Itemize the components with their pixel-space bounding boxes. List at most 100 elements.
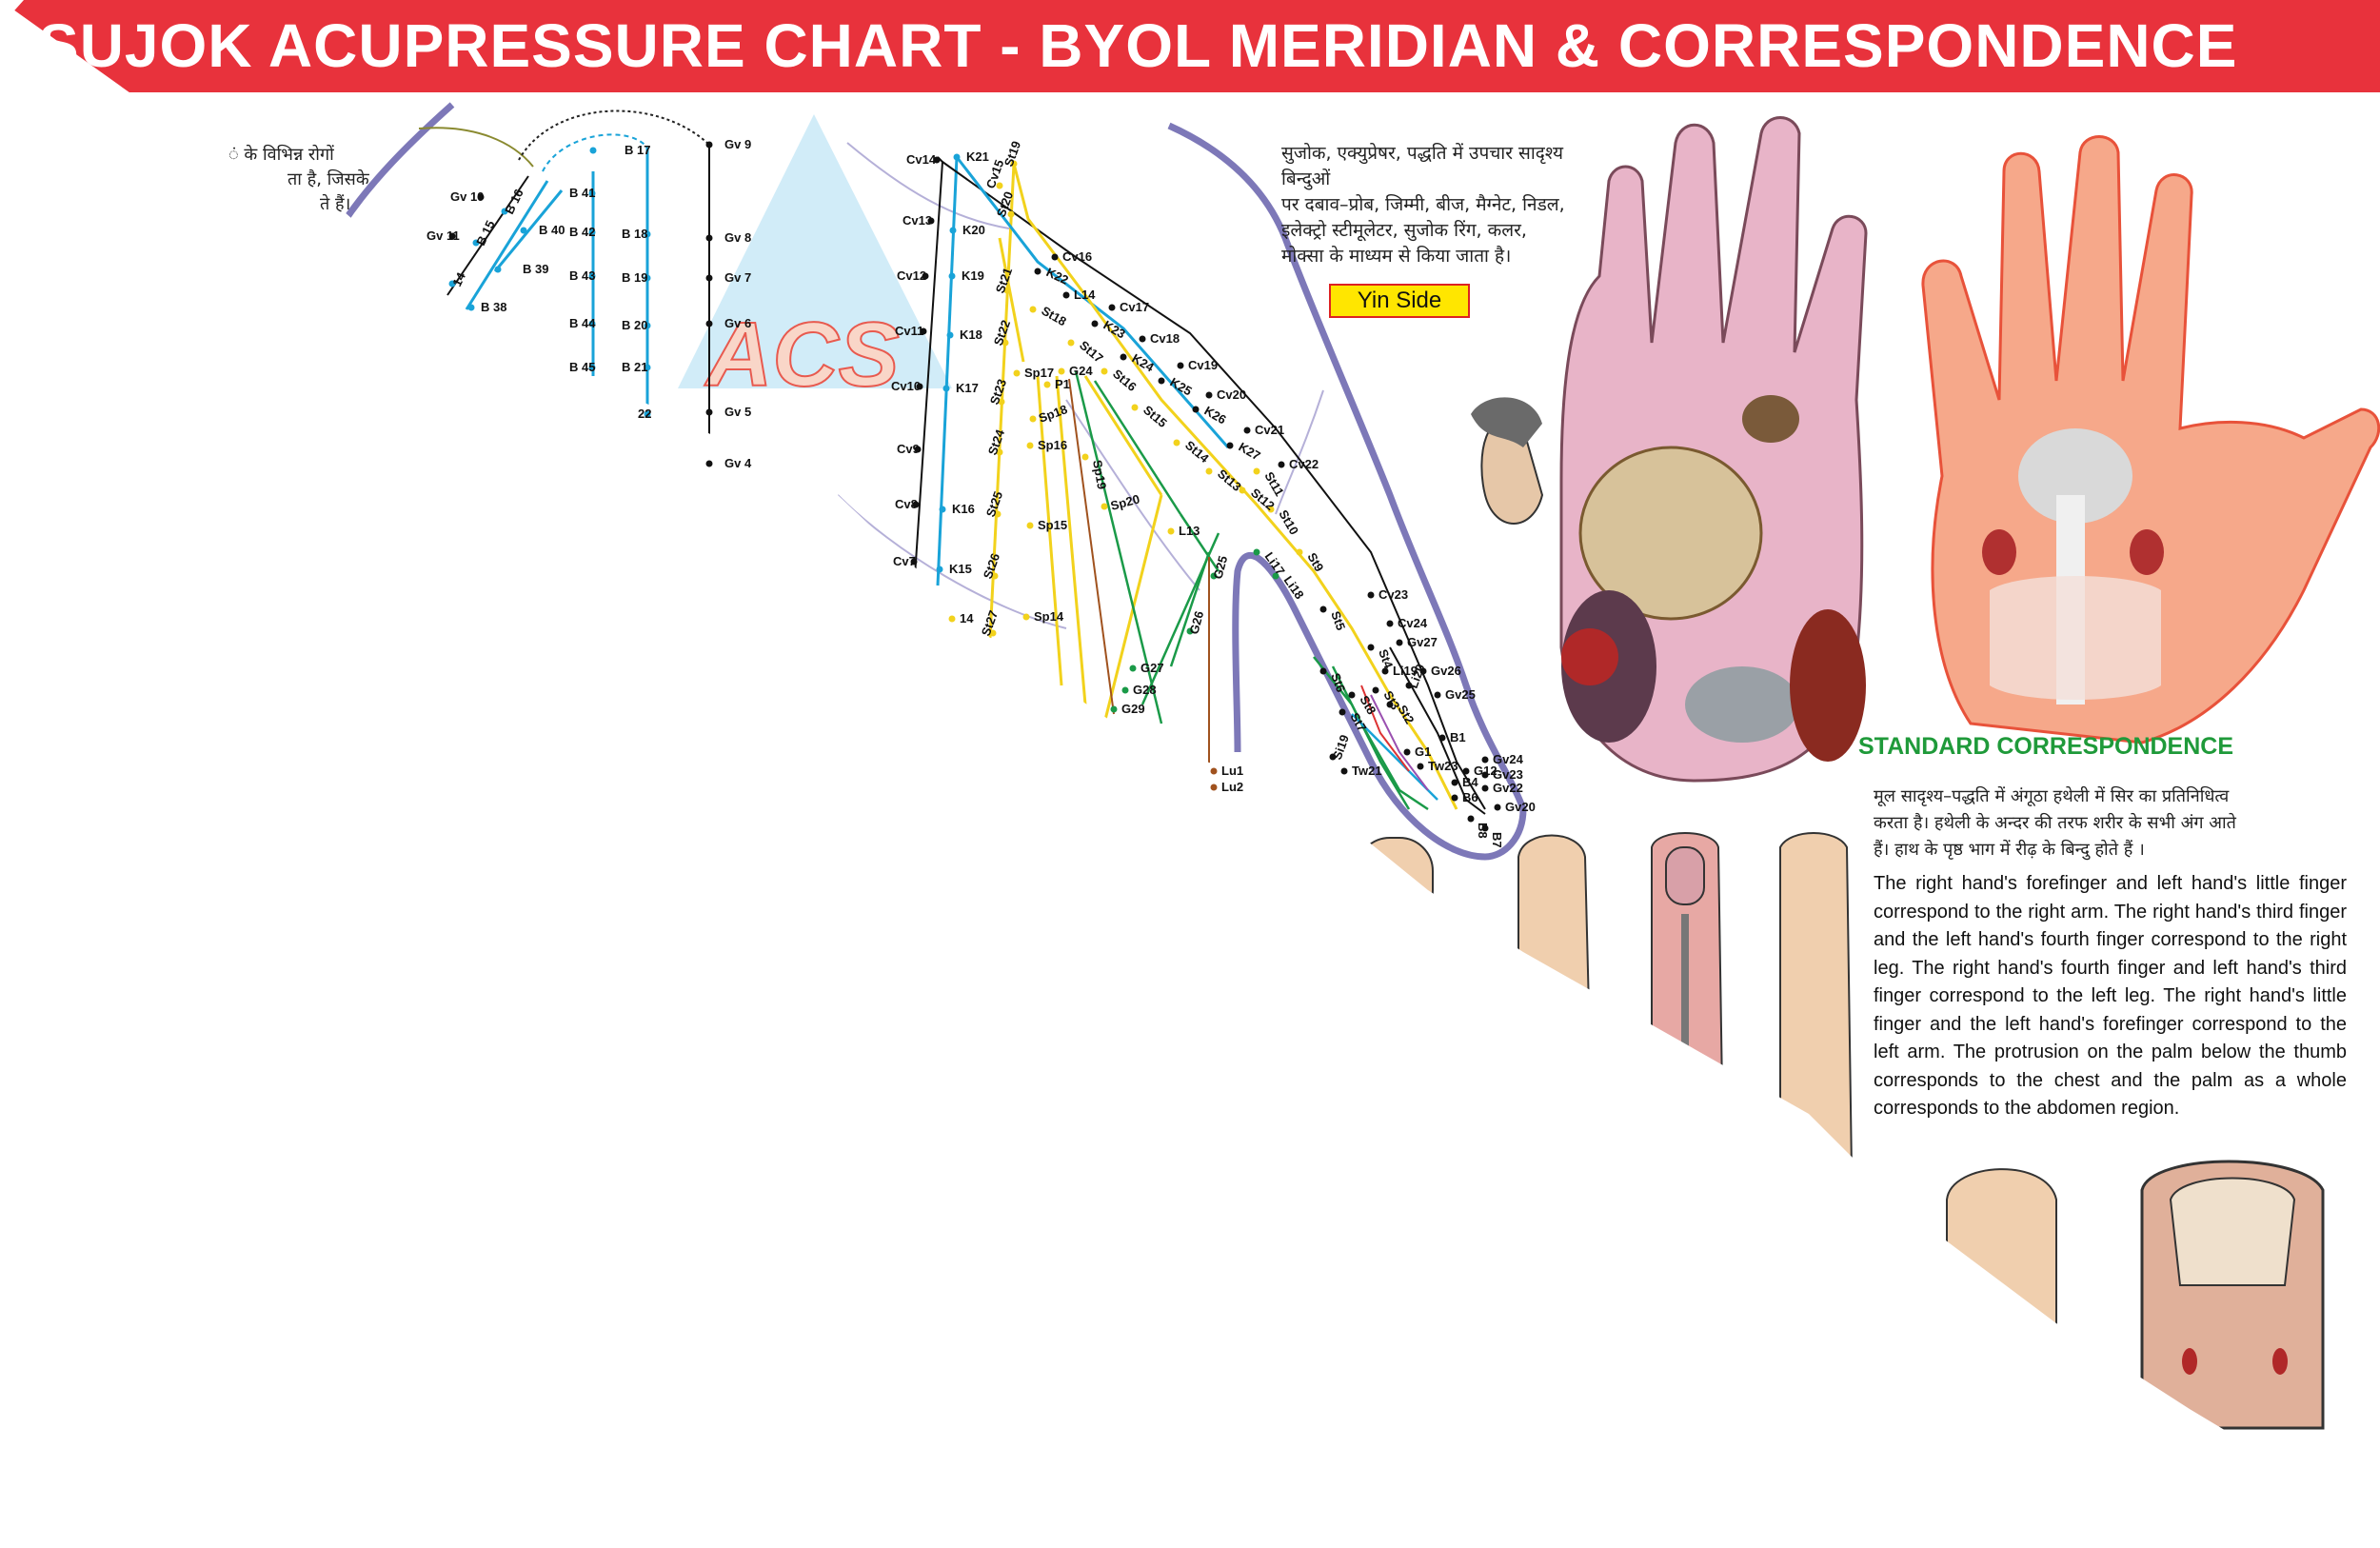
meridian-dot xyxy=(1339,708,1346,716)
meridian-dot xyxy=(1101,503,1108,510)
meridian-dot xyxy=(953,153,961,161)
meridian-dot xyxy=(588,189,596,197)
meridian-dot xyxy=(705,274,713,282)
k-diag-line xyxy=(955,156,1230,448)
meridian-dot xyxy=(1319,667,1327,675)
meridian-dot xyxy=(942,385,950,392)
meridian-dot xyxy=(991,572,999,580)
thumb-cyan-1 xyxy=(1351,713,1438,801)
meridian-point-label: Cv7 xyxy=(893,554,916,568)
meridian-dot xyxy=(914,446,922,453)
meridian-point-label: Gv 6 xyxy=(724,316,751,330)
sp-line-2 xyxy=(1055,375,1087,705)
meridian-point-label: St18 xyxy=(1040,304,1069,329)
meridian-dot xyxy=(1434,691,1441,699)
meridian-dot xyxy=(1210,572,1218,580)
meridian-dot xyxy=(1438,734,1446,742)
hindi-desc-line-1: मूल सादृश्य–पद्धति में अंगूठा हथेली में … xyxy=(1874,786,2230,806)
thin-outline-4 xyxy=(1065,399,1200,591)
meridian-dot xyxy=(1396,639,1403,646)
meridian-dot xyxy=(1278,461,1285,468)
meridian-point-label: St5 xyxy=(1328,609,1348,632)
sp-line-3 xyxy=(1083,375,1163,496)
meridian-point-label: K21 xyxy=(966,149,989,164)
meridian-point-label: Sp16 xyxy=(1038,438,1067,452)
meridian-dot xyxy=(1210,784,1218,791)
meridian-dot xyxy=(1192,406,1200,413)
meridian-point-label: B6 xyxy=(1462,790,1478,804)
meridian-dot xyxy=(998,398,1005,406)
meridian-dot xyxy=(1058,367,1065,375)
meridian-point-label: Cv18 xyxy=(1150,331,1180,346)
g-line-5 xyxy=(1169,551,1211,667)
meridian-point-label: B7 xyxy=(1490,832,1504,848)
thumb-purple-1 xyxy=(1370,694,1429,791)
meridian-dot xyxy=(1239,486,1246,494)
meridian-point-label: Cv24 xyxy=(1398,616,1428,630)
meridian-point-label: 22 xyxy=(638,407,651,421)
sp-line-5 xyxy=(998,237,1025,363)
meridian-dot xyxy=(1026,522,1034,529)
meridian-dot xyxy=(448,280,456,288)
meridian-point-label: B 21 xyxy=(622,360,647,374)
meridian-point-label: Cv11 xyxy=(895,324,923,338)
meridian-point-label: Cv14 xyxy=(906,152,937,167)
meridian-point-label: St4 xyxy=(1376,647,1396,671)
meridian-dot xyxy=(922,272,929,280)
meridian-dot xyxy=(1451,779,1458,786)
watermark-text: ACS xyxy=(704,304,900,406)
meridian-dot xyxy=(494,266,502,273)
meridian-point-label: B 20 xyxy=(622,318,647,332)
meridian-dot xyxy=(1034,268,1041,275)
meridian-dot xyxy=(912,501,920,508)
meridian-point-label: K17 xyxy=(956,381,979,395)
meridian-point-label: K20 xyxy=(962,223,985,237)
meridian-dot xyxy=(477,193,485,201)
intro-line-2: ता है, जिसके xyxy=(288,169,369,189)
meridian-point-label: Cv21 xyxy=(1255,423,1284,437)
meridian-point-label: B 42 xyxy=(569,225,595,239)
meridian-dot xyxy=(1007,210,1015,218)
meridian-dot xyxy=(1091,320,1099,327)
meridian-dot xyxy=(910,558,918,566)
meridian-dot xyxy=(472,239,480,247)
method-text: सुजोक, एक्युप्रेषर, पद्धति में उपचार साद… xyxy=(1281,141,1596,269)
meridian-dot xyxy=(588,364,596,371)
meridian-point-label: B4 xyxy=(1462,775,1478,789)
meridian-dot xyxy=(644,410,651,418)
meridian-dot xyxy=(1002,339,1009,347)
thin-outline xyxy=(846,142,1010,229)
method-line-1: सुजोक, एक्युप्रेषर, पद्धति में उपचार साद… xyxy=(1281,143,1563,189)
meridian-point-label: G27 xyxy=(1140,661,1164,675)
meridian-dot xyxy=(920,327,927,335)
method-line-4: मोक्सा के माध्यम से किया जाता है। xyxy=(1281,246,1512,267)
meridian-dot xyxy=(1340,767,1348,775)
meridian-point-label: G24 xyxy=(1069,364,1093,378)
meridian-dot xyxy=(1481,784,1489,792)
thumb-green-2 xyxy=(1331,665,1429,811)
meridian-point-label: Cv17 xyxy=(1120,300,1149,314)
meridian-point-label: Gv 8 xyxy=(724,230,751,245)
white-diagonal-mask xyxy=(0,224,2380,1548)
meridian-point-label: B 16 xyxy=(502,187,526,216)
meridian-dot xyxy=(705,320,713,327)
meridian-dot xyxy=(1108,304,1116,311)
thumb-black-1 xyxy=(1389,646,1486,815)
meridian-point-label: Sp19 xyxy=(1090,459,1109,490)
meridian-point-label: G29 xyxy=(1121,702,1145,716)
palm-anatomy-image xyxy=(1471,116,1868,783)
meridian-point-label: St17 xyxy=(1077,338,1106,366)
meridian-point-label: 14 xyxy=(960,611,974,625)
meridian-dot xyxy=(705,141,713,149)
meridian-dot xyxy=(1467,815,1475,823)
meridian-dot xyxy=(1348,691,1356,699)
meridian-dot xyxy=(1494,804,1501,811)
meridian-point-label: Sp20 xyxy=(1109,491,1141,513)
meridian-point-label: Sp17 xyxy=(1024,366,1054,380)
meridian-dot xyxy=(1081,453,1089,461)
meridian-dot xyxy=(448,232,456,240)
meridian-point-label: St23 xyxy=(987,377,1009,407)
meridian-dot xyxy=(1419,667,1427,675)
meridian-point-label: Cv12 xyxy=(897,268,926,283)
